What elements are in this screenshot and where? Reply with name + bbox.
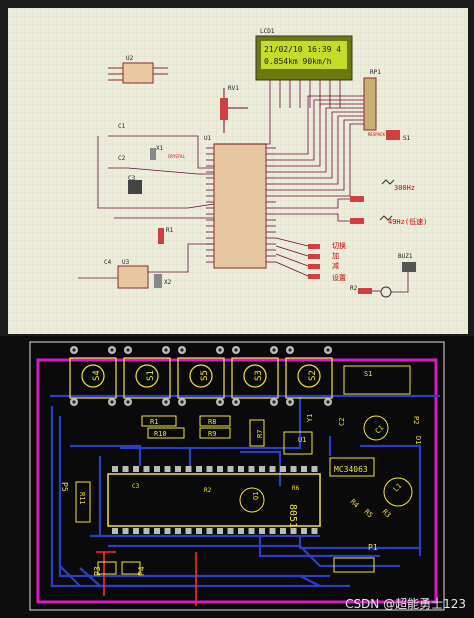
pcb-panel: S4 S1 S5 S3 S2 8051 MC34063 R1 R10 R8 R9 R7	[0, 336, 474, 618]
svg-text:S1: S1	[146, 370, 156, 381]
svg-text:S4: S4	[92, 370, 102, 381]
svg-text:D1: D1	[414, 436, 422, 444]
lcd-display: 21/02/10 16:39 4 0.854km 90km/h LCD1	[255, 28, 353, 81]
svg-text:L1: L1	[392, 482, 404, 494]
pcb-tracks	[50, 394, 440, 606]
svg-text:X1: X1	[156, 145, 164, 152]
svg-text:S2: S2	[308, 370, 318, 381]
svg-text:R6: R6	[292, 485, 300, 492]
oscillator-section: C1 C2 X1 CRYSTAL C3	[118, 123, 185, 194]
svg-text:C1: C1	[118, 123, 126, 130]
svg-text:C3: C3	[128, 175, 136, 182]
svg-text:R9: R9	[208, 430, 216, 438]
pcb-key-s5: S5	[177, 346, 225, 406]
svg-text:R7: R7	[256, 430, 264, 438]
schematic-diagram: 21/02/10 16:39 4 0.854km 90km/h LCD1 U2 …	[8, 8, 468, 334]
svg-text:S3: S3	[254, 370, 264, 381]
svg-text:C1: C1	[374, 424, 386, 436]
s1-switch: S1	[386, 130, 411, 142]
lcd-line2: 0.854km 90km/h	[264, 57, 332, 66]
svg-text:300Hz: 300Hz	[394, 184, 415, 192]
pcb-layout: S4 S1 S5 S3 S2 8051 MC34063 R1 R10 R8 R9 R7	[29, 341, 445, 611]
svg-text:U3: U3	[122, 259, 130, 266]
svg-text:R4: R4	[349, 498, 361, 510]
button-group: 切换 加 减 设置	[308, 241, 346, 282]
btn-label-3: 设置	[332, 273, 346, 282]
svg-text:R10: R10	[154, 430, 167, 438]
svg-text:MC34063: MC34063	[334, 465, 368, 474]
svg-text:S1: S1	[364, 370, 372, 378]
svg-text:R1: R1	[166, 227, 174, 234]
watermark: CSDN @超能勇士123	[345, 597, 466, 611]
schematic-wires	[78, 80, 409, 293]
lcd-ref: LCD1	[260, 28, 275, 35]
svg-text:CRYSTAL: CRYSTAL	[168, 154, 185, 159]
svg-text:C2: C2	[338, 418, 346, 426]
pcb-key-s2: S2	[285, 346, 333, 406]
u2-chip: U2	[108, 55, 168, 84]
pcb-resistors: R1 R10 R8 R9 R7	[141, 415, 265, 447]
pcb-key-s3: S3	[231, 346, 279, 406]
svg-text:U1: U1	[204, 135, 212, 142]
svg-text:U1: U1	[298, 436, 306, 444]
u1-mcu: U1	[204, 135, 267, 269]
lcd-line1: 21/02/10 16:39 4	[264, 45, 341, 54]
svg-text:U2: U2	[126, 55, 134, 62]
svg-text:R2: R2	[204, 487, 212, 494]
svg-text:Y1: Y1	[306, 414, 314, 422]
svg-text:8051: 8051	[287, 504, 298, 528]
pcb-key-s4: S4	[69, 346, 117, 406]
pcb-key-s1: S1	[123, 346, 171, 406]
btn-label-2: 减	[332, 261, 339, 270]
pcb-right-labels: P2 D1 S1 C1 L1 Y1 U1 C2 R4 R5 R3	[283, 365, 422, 520]
pcb-mcu: 8051	[107, 466, 321, 534]
r1-resistor: R1	[158, 227, 174, 244]
btn-label-0: 切换	[332, 241, 346, 250]
svg-text:C4: C4	[104, 259, 112, 266]
svg-text:R2: R2	[350, 285, 358, 292]
svg-text:P4: P4	[137, 566, 146, 576]
svg-text:R3: R3	[381, 508, 393, 520]
svg-text:R5: R5	[363, 508, 375, 520]
pcb-bottom-labels: P3 P4 P1	[93, 543, 378, 576]
svg-text:C2: C2	[118, 155, 126, 162]
svg-text:R1: R1	[150, 418, 158, 426]
svg-text:R8: R8	[208, 418, 216, 426]
svg-text:49Hz(低速): 49Hz(低速)	[388, 217, 427, 226]
svg-text:P1: P1	[368, 543, 378, 552]
svg-text:P2: P2	[412, 416, 420, 424]
u3-chip: U3 C4 X2	[104, 259, 172, 289]
svg-text:Q1: Q1	[252, 492, 260, 500]
svg-text:RP1: RP1	[370, 69, 381, 76]
btn-label-1: 加	[332, 251, 339, 260]
svg-text:S1: S1	[403, 135, 411, 142]
svg-text:X2: X2	[164, 279, 172, 286]
svg-text:P5: P5	[60, 482, 69, 492]
pcb-keys: S4 S1 S5 S3 S2	[69, 346, 333, 406]
frequency-labels: 300Hz 49Hz(低速)	[350, 179, 427, 226]
pcb-ic: MC34063	[329, 457, 375, 477]
svg-text:BUZ1: BUZ1	[398, 253, 413, 260]
svg-text:S5: S5	[200, 370, 210, 381]
svg-text:R11: R11	[78, 492, 86, 505]
svg-text:C3: C3	[132, 483, 140, 490]
svg-text:RV1: RV1	[228, 85, 239, 92]
pcb-left-labels: P5 R11	[60, 481, 91, 523]
pcb-misc-labels: C3 Q1 R2 R6	[132, 483, 300, 513]
board-outline	[36, 358, 438, 604]
rv1-potentiometer: RV1	[220, 85, 248, 133]
svg-text:RESPACK-8: RESPACK-8	[368, 132, 390, 137]
